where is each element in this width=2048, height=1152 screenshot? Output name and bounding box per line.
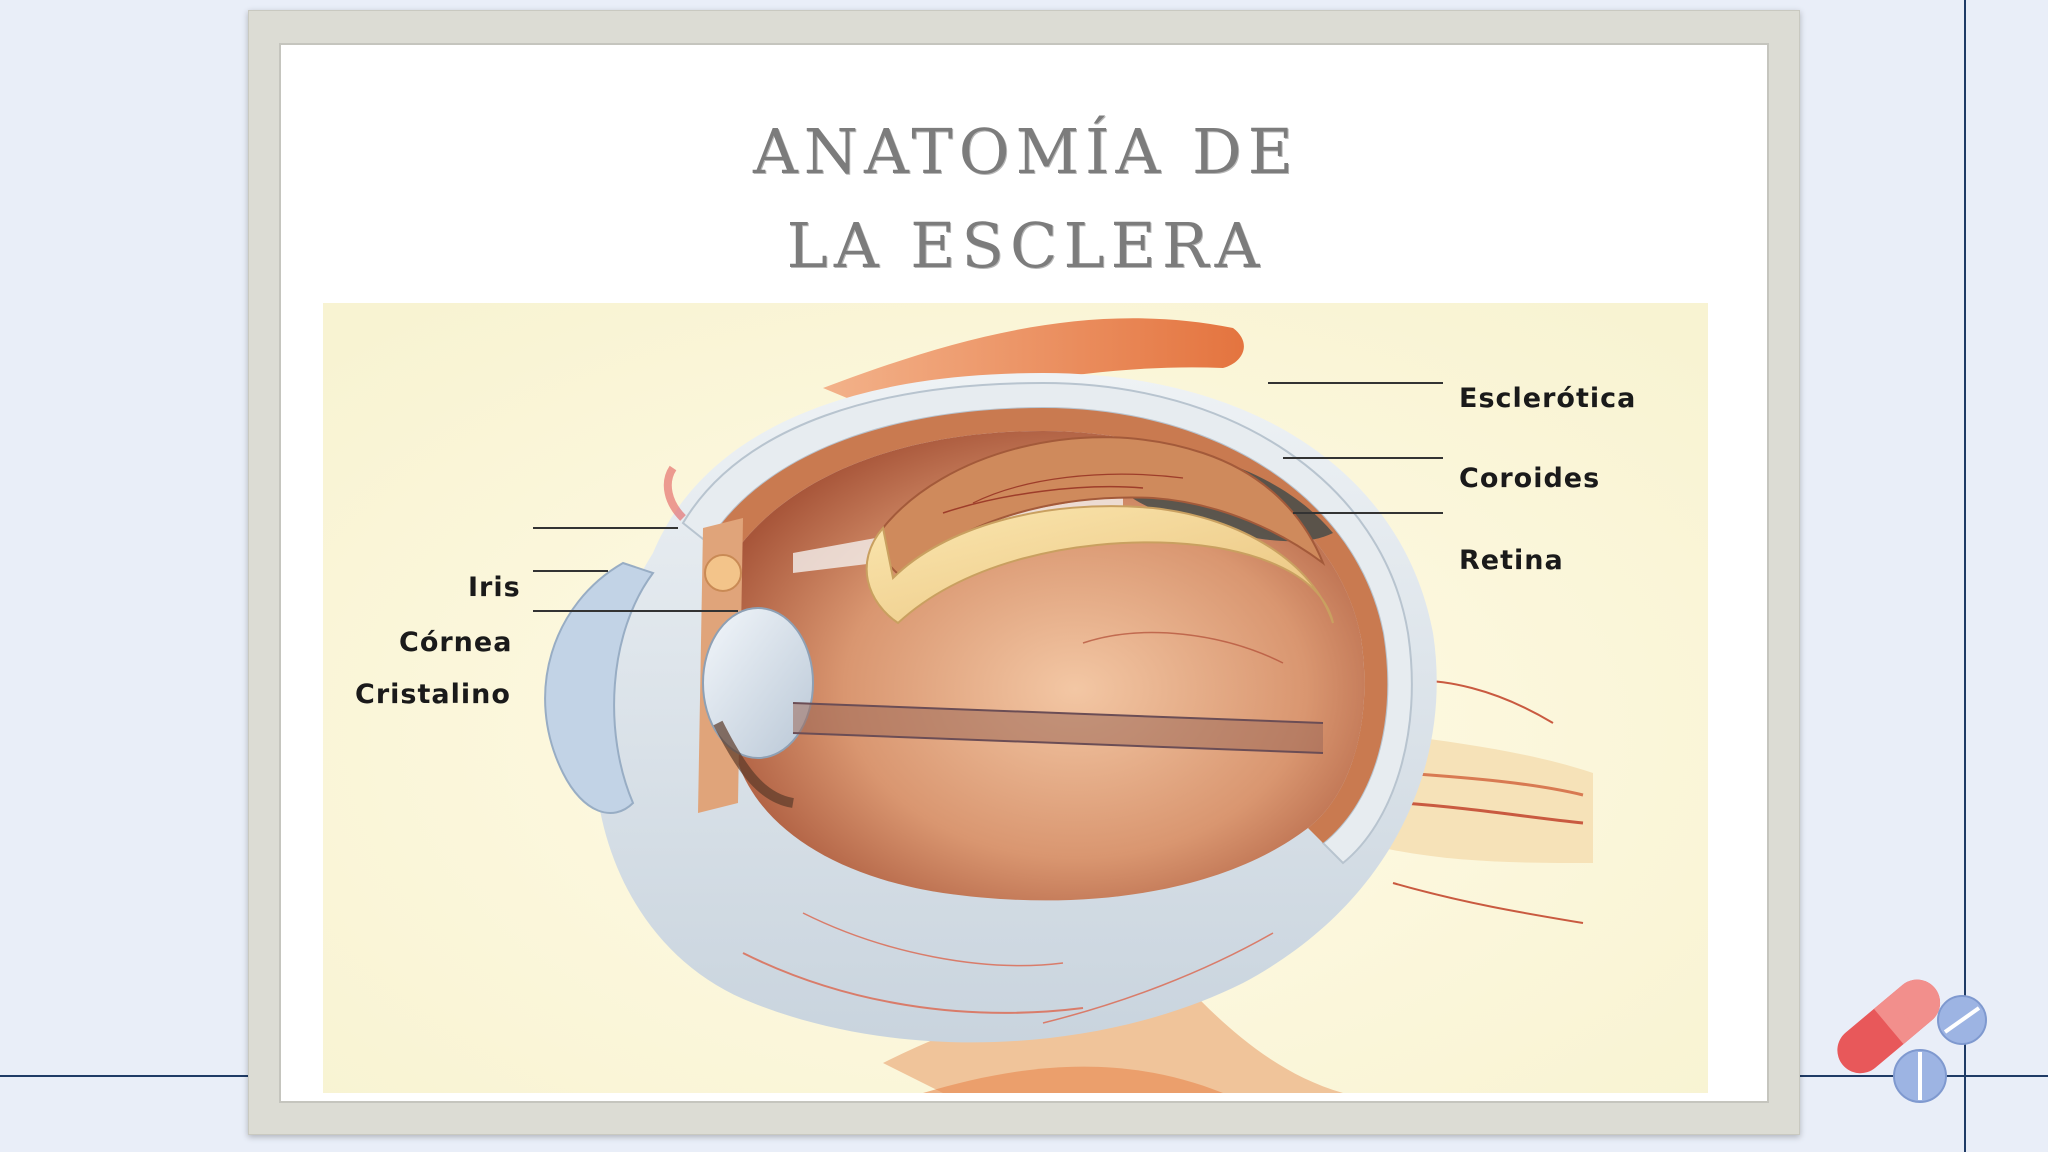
guide-line-vertical (1964, 0, 1966, 1152)
cornea (544, 561, 655, 814)
lens (702, 607, 814, 759)
label-iris: Iris (468, 572, 521, 603)
label-cornea: Córnea (399, 627, 513, 658)
label-cristalino: Cristalino (355, 679, 511, 710)
retina-fold (865, 505, 1334, 625)
picture-frame-inner: Anatomía de la Esclera (279, 43, 1769, 1103)
title-line-1: Anatomía de (752, 115, 1299, 188)
eye-anatomy-diagram (323, 303, 1708, 1093)
title-line-2: la Esclera (786, 209, 1266, 282)
label-retina: Retina (1459, 545, 1564, 576)
label-esclerotica: Esclerótica (1459, 383, 1637, 414)
optic-nerve (1383, 733, 1593, 863)
slide-title: Anatomía de la Esclera (281, 105, 1771, 293)
pill-capsule-icon (1837, 979, 1987, 1103)
picture-frame: Anatomía de la Esclera (248, 10, 1800, 1135)
label-coroides: Coroides (1459, 463, 1601, 494)
